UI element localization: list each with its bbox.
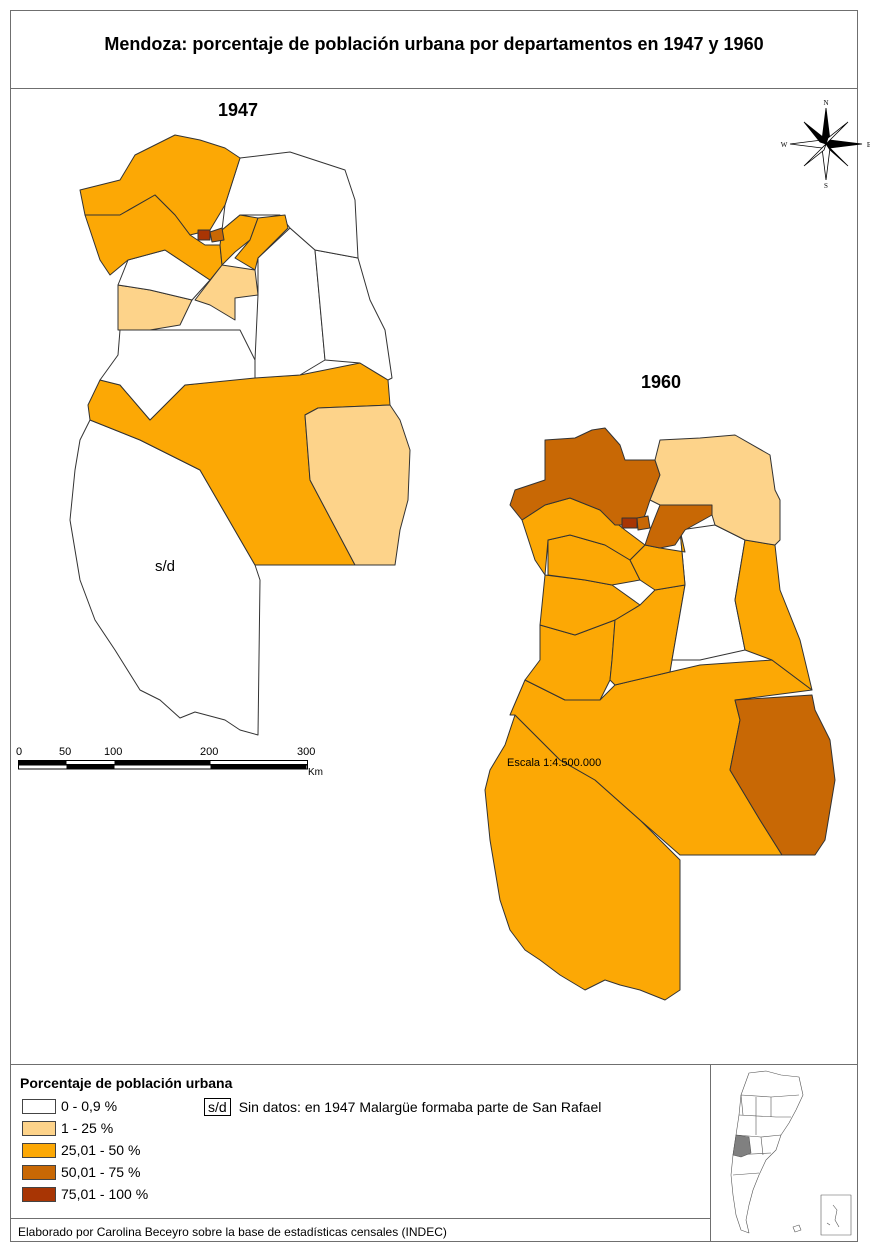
scale-text: Escala 1:4.500.000 <box>507 757 602 769</box>
dept-capital <box>197 229 211 241</box>
scale-unit: Km <box>308 767 323 778</box>
dept-la-paz <box>314 249 393 381</box>
dept-san-martin-area <box>194 264 259 321</box>
inset-mendoza-highlight <box>732 1134 752 1158</box>
legend-item: 25,01 - 50 % <box>22 1142 140 1158</box>
dept-guaymallen <box>209 227 225 243</box>
credit-text: Elaborado por Carolina Beceyro sobre la … <box>18 1225 447 1239</box>
no-data-key: s/d <box>204 1098 231 1116</box>
no-data-legend: s/d Sin datos: en 1947 Malargüe formaba … <box>204 1098 601 1116</box>
legend-swatch <box>22 1120 56 1136</box>
legend-label: 0 - 0,9 % <box>61 1098 118 1114</box>
no-data-map-label: s/d <box>155 558 176 575</box>
legend-swatch <box>22 1164 56 1180</box>
scale-tick-100: 100 <box>104 746 123 758</box>
page-title: Mendoza: porcentaje de población urbana … <box>104 34 764 54</box>
scale-tick-0: 0 <box>16 746 23 758</box>
compass-n-label: N <box>823 99 828 107</box>
map-frame <box>10 10 858 1242</box>
argentina-inset-map <box>730 1070 852 1236</box>
inset-province-lines <box>732 1094 800 1176</box>
legend-label: 75,01 - 100 % <box>61 1186 149 1202</box>
compass-e-label: E <box>867 141 870 149</box>
legend-item: 75,01 - 100 % <box>22 1186 148 1202</box>
dept-san-carlos <box>99 329 256 421</box>
dept-general-alvear <box>304 404 411 566</box>
dept-capital-1960 <box>621 517 638 529</box>
title-divider <box>10 88 858 89</box>
no-data-text: Sin datos: en 1947 Malargüe formaba part… <box>238 1099 602 1115</box>
dept-rivadavia-junin <box>234 214 289 271</box>
legend-label: 50,01 - 75 % <box>61 1164 141 1180</box>
legend-label: 25,01 - 50 % <box>61 1142 141 1158</box>
inset-islands <box>826 1204 840 1228</box>
compass-w-label: W <box>781 141 788 149</box>
inset-top-divider <box>710 1064 858 1065</box>
year-label-1960: 1960 <box>641 372 682 392</box>
legend-swatch <box>22 1186 56 1202</box>
legend-divider <box>10 1064 710 1065</box>
scale-bar <box>18 760 308 770</box>
dept-maipu <box>219 214 259 266</box>
year-label-1947: 1947 <box>218 100 259 120</box>
legend-item: 50,01 - 75 % <box>22 1164 140 1180</box>
inset-tierra-del-fuego <box>792 1224 802 1233</box>
legend-item: 1 - 25 % <box>22 1120 113 1136</box>
scale-tick-50: 50 <box>59 746 72 758</box>
dept-guaymallen-1960 <box>636 515 651 531</box>
dept-general-alvear-1960 <box>729 694 836 856</box>
compass-s-label: S <box>824 182 828 190</box>
inset-divider <box>710 1064 711 1242</box>
dept-la-paz-east-1960 <box>734 539 813 691</box>
legend-title: Porcentaje de población urbana <box>20 1075 233 1091</box>
compass-rose-icon: N S W E <box>781 99 870 190</box>
credit-divider <box>10 1218 710 1219</box>
legend-swatch <box>22 1098 56 1114</box>
dept-lavalle <box>221 151 359 259</box>
dept-maipu-rivadavia-1960 <box>644 504 713 549</box>
dept-lavalle-1960 <box>649 434 781 546</box>
legend-label: 1 - 25 % <box>61 1120 114 1136</box>
scale-tick-200: 200 <box>200 746 219 758</box>
scale-tick-300: 300 <box>297 746 316 758</box>
legend-item: 0 - 0,9 % <box>22 1098 117 1114</box>
legend-swatch <box>22 1142 56 1158</box>
